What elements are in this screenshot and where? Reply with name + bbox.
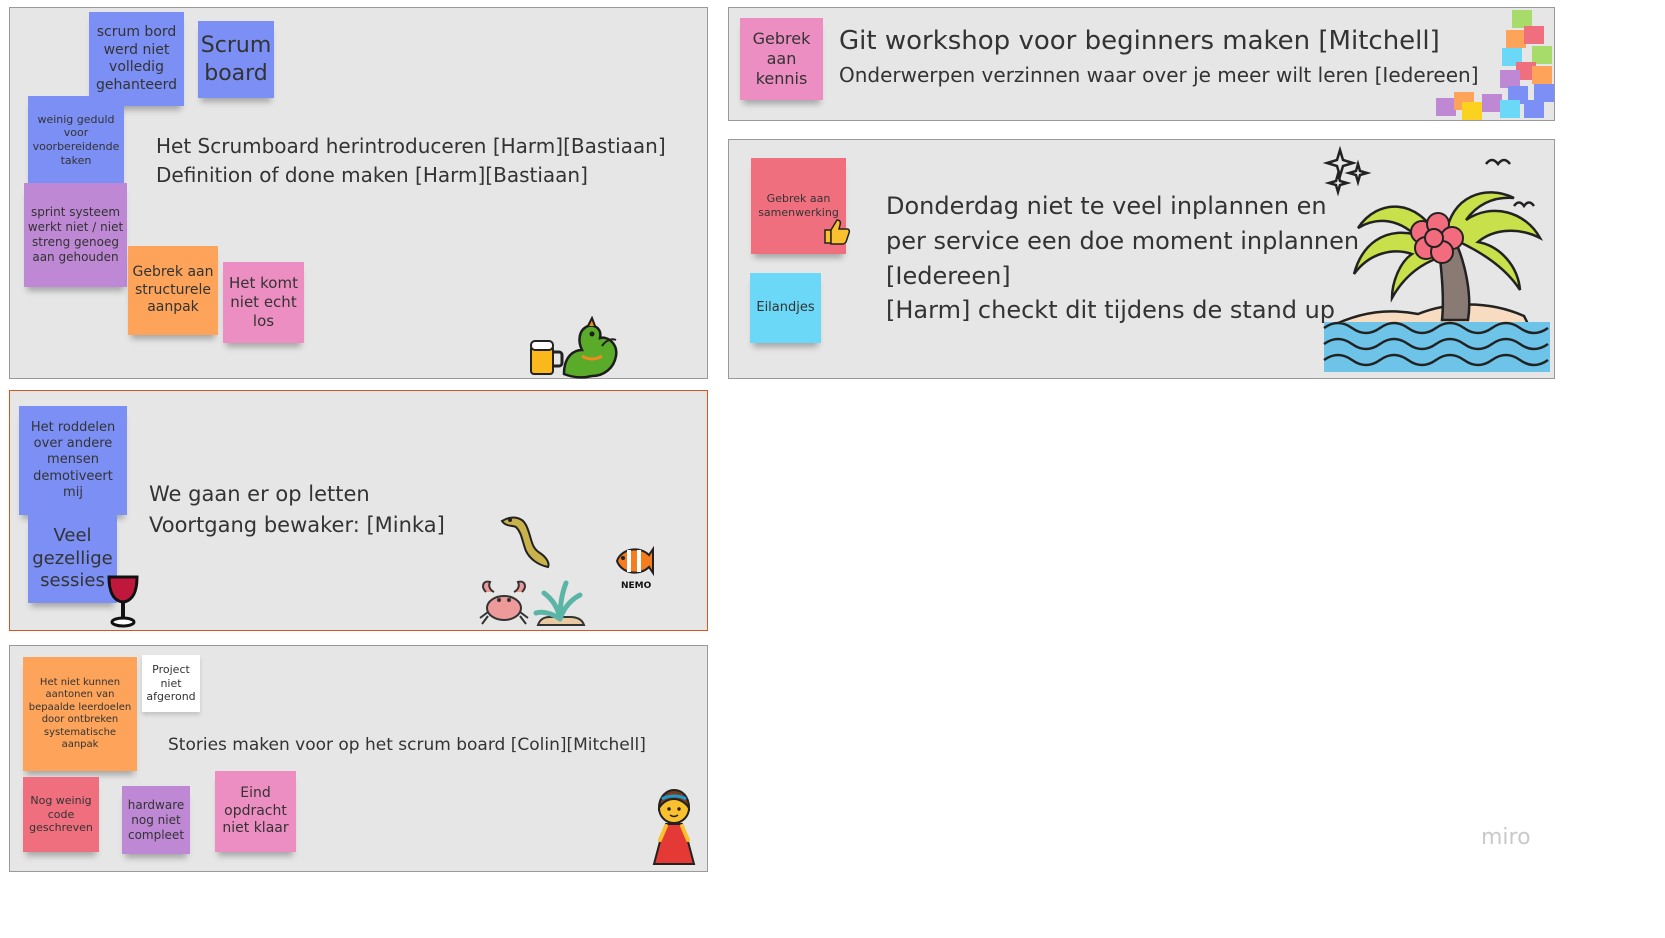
- sticky-note[interactable]: Gebrek aan kennis: [740, 18, 823, 100]
- action-text: Donderdag niet te veel inplannen en: [886, 192, 1327, 220]
- action-text: We gaan er op letten: [149, 482, 370, 506]
- sticky-note[interactable]: Het komt niet echt los: [223, 262, 304, 343]
- sticky-note[interactable]: weinig geduld voor voorbereidende taken: [28, 96, 124, 184]
- sticky-note[interactable]: Eind opdracht niet klaar: [215, 771, 296, 852]
- sticky-note[interactable]: Gebrek aan structurele aanpak: [128, 246, 218, 335]
- sticky-note[interactable]: Project niet afgerond: [142, 655, 200, 712]
- mini-sticky-cluster: [1436, 8, 1554, 120]
- sticky-note[interactable]: Het niet kunnen aantonen van bepaalde le…: [23, 657, 137, 771]
- dragon-icon: [562, 316, 618, 379]
- wine-glass-icon: [107, 575, 139, 628]
- sticky-note[interactable]: Scrum board: [198, 21, 274, 98]
- sticky-note[interactable]: Eilandjes: [750, 273, 821, 343]
- sticky-note[interactable]: Veel gezellige sessies: [28, 515, 117, 603]
- action-text: [Iedereen]: [886, 262, 1011, 290]
- woman-red-dress-icon: [652, 788, 696, 865]
- coral-icon: [533, 580, 586, 626]
- action-text: Onderwerpen verzinnen waar over je meer …: [839, 63, 1479, 87]
- action-text: [Harm] checkt dit tijdens de stand up: [886, 296, 1336, 324]
- clownfish-icon: [615, 545, 654, 577]
- action-text: Git workshop voor beginners maken [Mitch…: [839, 26, 1440, 56]
- eel-icon: [500, 516, 550, 569]
- palm-tree-island-icon: [1322, 145, 1550, 372]
- crab-icon: [479, 580, 529, 625]
- action-text: Voortgang bewaker: [Minka]: [149, 513, 445, 537]
- sticky-note[interactable]: Nog weinig code geschreven: [23, 777, 99, 852]
- beer-mug-icon: [530, 340, 564, 375]
- frame-git-workshop[interactable]: [728, 7, 1555, 121]
- nemo-label: NEMO: [621, 581, 652, 591]
- sticky-note[interactable]: Het roddelen over andere mensen demotive…: [19, 406, 127, 515]
- sticky-note[interactable]: sprint systeem werkt niet / niet streng …: [24, 183, 127, 287]
- miro-logo: miro: [1481, 825, 1531, 850]
- sticky-note[interactable]: scrum bord werd niet volledig gehanteerd: [89, 12, 184, 106]
- action-text: Stories maken voor op het scrum board [C…: [168, 735, 646, 755]
- sticky-note[interactable]: hardware nog niet compleet: [122, 786, 190, 854]
- action-text: Definition of done maken [Harm][Bastiaan…: [156, 163, 588, 187]
- action-text: Het Scrumboard herintroduceren [Harm][Ba…: [156, 134, 666, 158]
- action-text: per service een doe moment inplannen: [886, 227, 1360, 255]
- thumbs-up-icon: [824, 219, 851, 245]
